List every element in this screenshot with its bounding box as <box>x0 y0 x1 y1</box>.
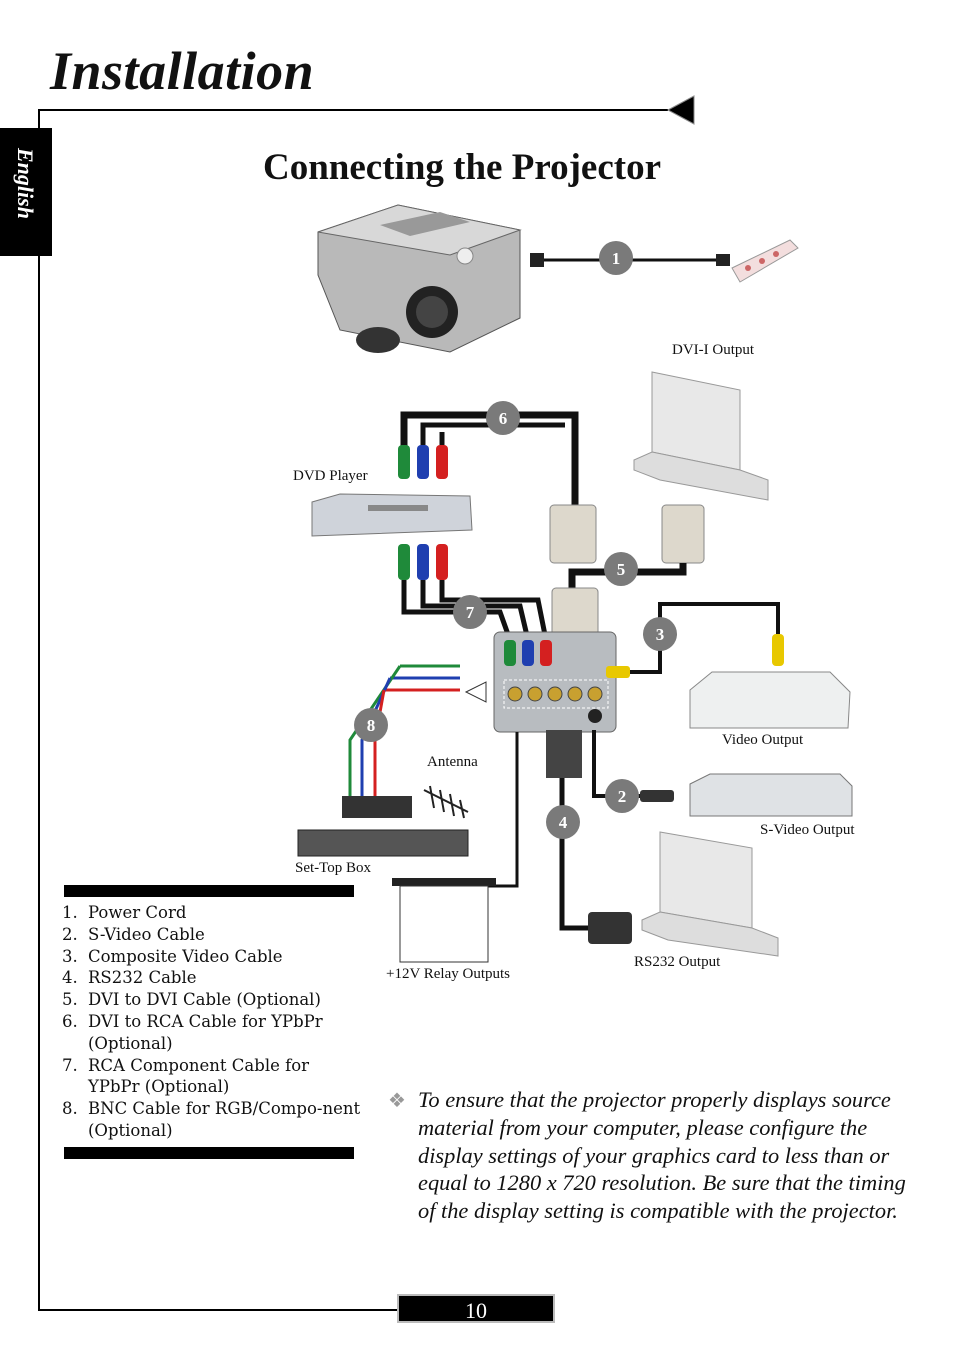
list-item: 5.DVI to DVI Cable (Optional) <box>62 990 321 1010</box>
cable-list: 1.Power Cord 2.S-Video Cable 3.Composite… <box>62 902 362 1142</box>
projector-image <box>317 204 522 353</box>
diamond-bullet-icon: ❖ <box>388 1088 406 1112</box>
laptop-dvi-image <box>633 371 769 501</box>
callout-2: 2 <box>618 787 627 806</box>
svideo-player-image <box>689 773 853 817</box>
callout-circles: 1 2 3 4 5 6 7 8 <box>354 241 677 839</box>
vcr-image <box>689 671 851 729</box>
composite-video-cable <box>606 602 784 678</box>
language-tab <box>0 128 52 256</box>
power-cord <box>530 253 730 267</box>
projection-screen-image <box>392 878 496 963</box>
list-item: 4.RS232 Cable <box>62 968 197 988</box>
label-rs232-output: RS232 Output <box>634 954 721 970</box>
rca-plugs-top <box>398 411 579 505</box>
bnc-cable <box>342 664 487 818</box>
laptop-rs232-image <box>641 831 779 957</box>
section-title: Installation <box>50 41 315 101</box>
label-dvi-output: DVI-I Output <box>672 342 755 358</box>
list-item: 7.RCA Component Cable for YPbPr (Optiona… <box>62 1055 310 1097</box>
settop-box-image <box>297 829 469 857</box>
callout-7: 7 <box>466 603 475 622</box>
label-relay-outputs: +12V Relay Outputs <box>386 966 511 982</box>
label-antenna: Antenna <box>427 754 478 770</box>
label-settop-box: Set-Top Box <box>295 860 372 876</box>
label-video-output: Video Output <box>722 732 804 748</box>
list-item: 8.BNC Cable for RGB/Compo-nent (Optional… <box>62 1099 361 1140</box>
list-item: 3.Composite Video Cable <box>62 946 283 966</box>
list-item: 2.S-Video Cable <box>62 924 205 944</box>
label-dvd-player: DVD Player <box>293 468 368 484</box>
dvd-player-image <box>311 493 473 537</box>
label-svideo-output: S-Video Output <box>760 822 855 838</box>
callout-3: 3 <box>656 625 665 644</box>
header-arrow-icon <box>666 95 695 125</box>
rs232-cable <box>546 730 632 944</box>
page-number: 10 <box>397 1294 555 1323</box>
list-item: 6.DVI to RCA Cable for YPbPr (Optional) <box>62 1011 323 1053</box>
antenna-image <box>423 785 469 819</box>
note-text: To ensure that the projector properly di… <box>418 1087 906 1224</box>
power-strip-image <box>731 239 799 283</box>
list-item: 1.Power Cord <box>62 903 187 922</box>
projector-connector-panel <box>493 631 617 733</box>
language-tab-label: English <box>13 148 38 219</box>
callout-4: 4 <box>559 813 568 832</box>
list-bottom-bar <box>64 1147 354 1159</box>
callout-1: 1 <box>612 249 621 268</box>
list-top-bar <box>64 885 354 897</box>
callout-8: 8 <box>367 716 376 735</box>
callout-6: 6 <box>499 409 508 428</box>
callout-5: 5 <box>617 560 626 579</box>
page-heading: Connecting the Projector <box>263 147 661 188</box>
